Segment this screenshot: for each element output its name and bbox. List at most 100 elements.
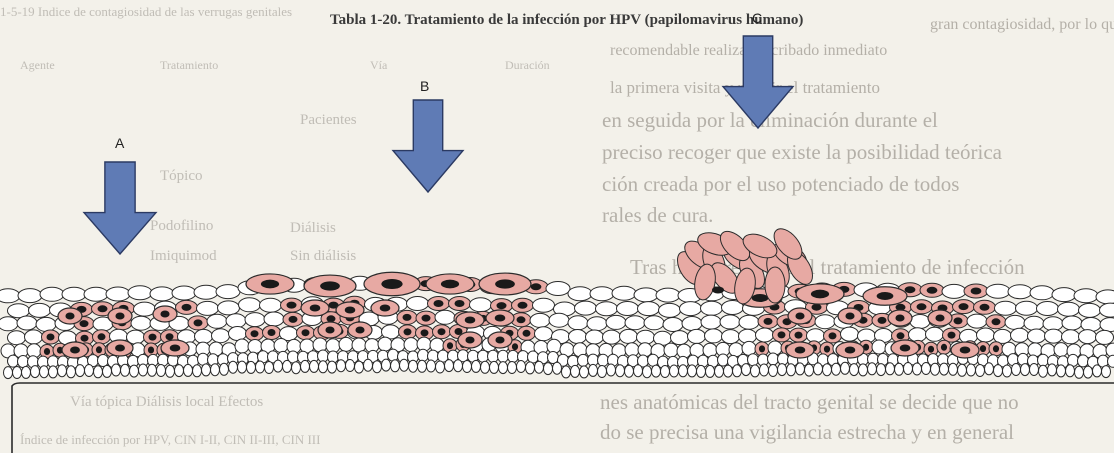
epithelial-cell (195, 329, 213, 343)
epithelial-cell (508, 350, 519, 362)
koilocyte-nucleus (70, 347, 80, 354)
epithelial-cell (663, 318, 683, 332)
cell-nucleus (455, 300, 465, 307)
cell-nucleus (96, 346, 102, 353)
arrow-label-c: C (752, 10, 762, 26)
epithelial-cell (589, 364, 598, 376)
koilocyte-nucleus (935, 315, 944, 322)
epithelial-cell (202, 364, 211, 376)
epithelial-cell (724, 365, 733, 377)
koilocyte-nucleus (261, 280, 279, 289)
epithelial-cell (346, 360, 355, 372)
epithelial-cell (8, 331, 26, 345)
epithelial-cell (1093, 365, 1102, 377)
shed-cell-nucleus (712, 287, 724, 294)
epithelial-cell (130, 365, 139, 377)
epithelial-cell (701, 315, 721, 329)
cell-nucleus (812, 304, 822, 311)
epithelial-cell (17, 316, 37, 330)
epithelial-cell (603, 330, 621, 344)
cell-nucleus (98, 305, 108, 312)
epithelial-cell (470, 298, 492, 312)
cell-nucleus (980, 304, 990, 311)
cell-nucleus (251, 330, 259, 337)
koilocyte-nucleus (811, 290, 829, 299)
epithelial-cell (427, 360, 436, 372)
epithelial-cell (158, 354, 169, 366)
epithelial-cell (197, 301, 219, 315)
epithelial-cell (1102, 366, 1111, 378)
epithelial-cell (815, 315, 835, 329)
epithelial-cell (823, 364, 832, 376)
epithelial-cell (787, 364, 796, 376)
epithelial-cell (586, 330, 604, 344)
cell-nucleus (897, 332, 905, 339)
epithelial-cell (226, 314, 246, 328)
epithelial-cell (498, 350, 509, 362)
epithelial-cell (18, 289, 42, 303)
epithelial-cell (436, 361, 445, 373)
epithelial-cell (575, 301, 597, 315)
epithelial-cell (94, 366, 103, 378)
epithelial-cell (1054, 343, 1068, 357)
epithelial-cell (172, 286, 196, 300)
epithelial-cell (922, 363, 931, 375)
epithelial-cell (373, 361, 382, 373)
epithelial-cell (544, 363, 553, 375)
epithelial-cell (445, 360, 454, 372)
epithelial-cell (616, 365, 625, 377)
epithelial-cell (1005, 315, 1025, 329)
cell-nucleus (403, 314, 412, 321)
epithelial-cell (634, 288, 658, 302)
cell-nucleus (992, 318, 1001, 325)
epithelial-cell (229, 361, 238, 373)
shed-cell (765, 267, 785, 303)
epithelial-cell (218, 301, 240, 315)
epithelial-cell (814, 363, 823, 375)
epithelial-cell (942, 284, 966, 298)
epithelial-cell (157, 365, 166, 377)
koilocyte-nucleus (320, 281, 340, 290)
epithelial-cell (607, 364, 616, 376)
koilocyte-nucleus (900, 345, 911, 352)
epithelial-cell (587, 317, 607, 331)
koilocyte-nucleus (65, 313, 74, 320)
epithelial-cell (0, 289, 20, 303)
koilocyte-nucleus (752, 294, 769, 302)
cell-nucleus (512, 343, 518, 350)
epithelial-cell (967, 314, 987, 328)
epithelial-cell (904, 363, 913, 375)
epithelial-cell (8, 355, 19, 367)
koilocyte-nucleus (170, 345, 181, 352)
epithelial-cell (301, 360, 310, 372)
epithelial-cell (407, 297, 429, 311)
cell-nucleus (980, 345, 986, 352)
epithelial-cell (148, 364, 157, 376)
koilocyte-nucleus (845, 347, 856, 354)
cell-nucleus (434, 300, 444, 307)
epithelial-cell (697, 365, 706, 377)
koilocyte-nucleus (160, 311, 169, 318)
epithelial-cell (994, 329, 1012, 343)
epithelial-cell (400, 359, 409, 371)
epithelial-cell (121, 364, 130, 376)
epithelial-cell (382, 359, 391, 371)
epithelial-cell (1037, 302, 1059, 316)
epithelial-cell (388, 349, 399, 361)
epithelial-cell (568, 316, 588, 330)
epithelial-cell (976, 365, 985, 377)
epithelial-cell (926, 327, 944, 341)
cell-nucleus (148, 347, 154, 354)
epithelial-cell (67, 366, 76, 378)
epithelial-cell (671, 331, 689, 345)
epithelial-cell (25, 330, 43, 344)
koilocyte-nucleus (960, 347, 971, 354)
epithelial-cell (625, 316, 645, 330)
epithelial-cell (751, 365, 760, 377)
epithelial-cell (49, 366, 58, 378)
cell-nucleus (824, 346, 830, 353)
epithelial-cell (239, 298, 261, 312)
epithelial-cell (1039, 365, 1048, 377)
epithelial-cell (748, 354, 759, 366)
